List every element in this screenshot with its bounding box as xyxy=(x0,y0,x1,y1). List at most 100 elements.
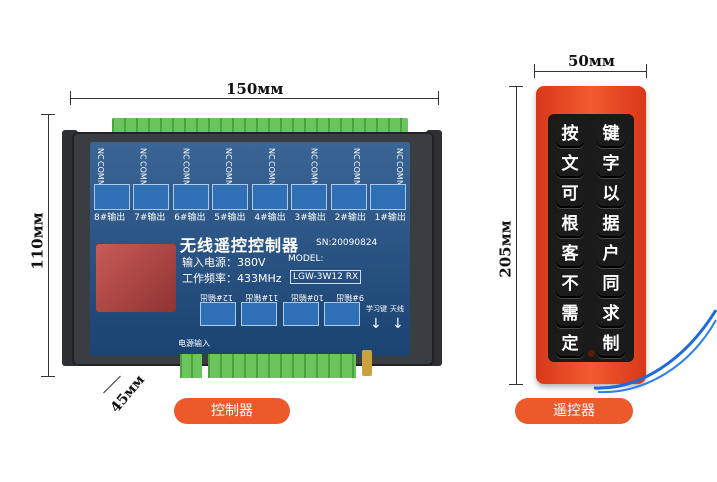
relay-block xyxy=(200,302,236,326)
output-label: 2#输出 xyxy=(334,213,366,223)
remote-key[interactable]: 以 xyxy=(597,180,625,208)
controller-device: NC COM NO NC COM NO NC COM NO NC COM xyxy=(62,118,442,378)
remote-key[interactable]: 文 xyxy=(556,150,584,178)
pin-nc: NC xyxy=(394,148,404,160)
model-label: MODEL: xyxy=(288,254,324,264)
remote-key[interactable]: 同 xyxy=(597,270,625,298)
power-label: 输入电源：380V xyxy=(182,256,266,269)
learn-key-label: 学习键 xyxy=(366,305,387,313)
output-label: 11#输出 xyxy=(245,293,279,302)
pin-com: COM xyxy=(138,160,148,180)
remote-key[interactable]: 客 xyxy=(556,240,584,268)
output-labels-bottom: 9#输出 10#输出 11#输出 12#输出 xyxy=(200,292,364,303)
model-value: LGW-3W12 RX xyxy=(290,270,362,284)
antenna-label: 天线 xyxy=(390,305,404,313)
pin-com: COM xyxy=(394,160,404,180)
output-label: 10#输出 xyxy=(290,293,324,302)
remote-led xyxy=(588,350,595,357)
freq-label: 工作频率：433MHz xyxy=(182,272,282,285)
remote-key[interactable]: 据 xyxy=(597,210,625,238)
relay-block xyxy=(94,184,130,210)
dim-tick-rl2 xyxy=(509,384,523,385)
remote-key[interactable]: 键 xyxy=(597,120,625,148)
dim-tick-lb xyxy=(41,376,55,377)
pcb-board: NC COM NO NC COM NO NC COM NO NC COM xyxy=(90,142,410,356)
pin-nc: NC xyxy=(224,148,234,160)
relay-block xyxy=(330,184,367,210)
relay-pin-group: NC COM NO xyxy=(181,148,191,193)
transformer xyxy=(96,244,176,312)
dim-height-left: 110мм xyxy=(28,209,47,273)
dim-line-remote-top xyxy=(534,71,646,72)
relay-block xyxy=(133,184,170,210)
remote-key[interactable]: 求 xyxy=(597,300,625,328)
relay-pin-row: NC COM NO NC COM NO NC COM NO NC COM xyxy=(96,148,404,193)
relay-pin-group-list: NC COM NO NC COM NO NC COM NO NC COM xyxy=(96,148,404,193)
dim-tick-rt2 xyxy=(646,64,647,78)
output-label: 4#输出 xyxy=(254,213,286,223)
output-label: 12#输出 xyxy=(200,293,233,302)
output-label: 3#输出 xyxy=(294,213,326,223)
relay-block xyxy=(251,184,288,210)
pin-com: COM xyxy=(352,160,362,180)
remote-key[interactable]: 按 xyxy=(556,120,584,148)
remote-label: 遥控器 xyxy=(515,398,633,424)
relay-pin-group: NC COM NO xyxy=(96,148,105,193)
relay-block xyxy=(282,302,319,326)
remote-key[interactable]: 制 xyxy=(597,330,625,358)
dim-tick-lt xyxy=(41,114,55,115)
relay-block xyxy=(369,184,406,210)
relay-block xyxy=(291,184,328,210)
pin-nc: NC xyxy=(138,148,148,160)
relay-pin-group: NC COM NO xyxy=(394,148,404,193)
output-label: 1#输出 xyxy=(374,213,406,223)
remote-key[interactable]: 户 xyxy=(597,240,625,268)
relay-pin-group: NC COM NO xyxy=(224,148,234,193)
learn-key-arrow-icon: ↓ xyxy=(370,316,382,332)
pin-nc: NC xyxy=(181,148,191,160)
pin-nc: NC xyxy=(266,148,276,160)
dim-tick-left xyxy=(70,91,71,105)
output-labels-top: 8#输出 7#输出 6#输出 5#输出 4#输出 3#输出 2#输出 1#输出 xyxy=(94,210,406,223)
dim-tick-right xyxy=(438,91,439,105)
relay-block xyxy=(212,184,249,210)
dim-tick-rl1 xyxy=(509,86,523,87)
output-label: 7#输出 xyxy=(134,213,166,223)
relay-pin-group: NC COM NO xyxy=(309,148,319,193)
pin-com: COM xyxy=(181,160,191,180)
dim-line-top xyxy=(70,98,438,99)
antenna-connector xyxy=(362,350,372,376)
dim-width-top: 150мм xyxy=(222,80,288,98)
controller-label: 控制器 xyxy=(174,398,290,424)
remote-key[interactable]: 需 xyxy=(556,300,584,328)
pin-com: COM xyxy=(266,160,276,180)
pin-nc: NC xyxy=(352,148,362,160)
pin-nc: NC xyxy=(96,148,105,160)
relay-row-top xyxy=(94,184,406,210)
remote-key[interactable]: 定 xyxy=(556,330,584,358)
terminal-strip-bottom-left xyxy=(180,354,202,378)
remote-key[interactable]: 不 xyxy=(556,270,584,298)
pin-com: COM xyxy=(224,160,234,180)
pin-com: COM xyxy=(96,160,105,180)
dim-tick-rt1 xyxy=(534,64,535,78)
output-label: 6#输出 xyxy=(174,213,206,223)
remote-key[interactable]: 可 xyxy=(556,180,584,208)
dim-line-remote-left xyxy=(516,86,517,384)
terminal-strip-bottom xyxy=(208,354,356,378)
power-input-label: 电源输入 xyxy=(178,339,210,348)
dim-remote-width: 50мм xyxy=(565,52,618,70)
relay-block xyxy=(241,302,278,326)
relay-pin-group: NC COM NO xyxy=(352,148,362,193)
relay-block xyxy=(172,184,209,210)
relay-block xyxy=(323,302,360,326)
controller-title: 无线遥控控制器 xyxy=(180,236,300,255)
remote-key[interactable]: 字 xyxy=(597,150,625,178)
serial-number: SN:20090824 xyxy=(316,238,378,248)
output-label: 9#输出 xyxy=(336,293,364,302)
remote-key[interactable]: 根 xyxy=(556,210,584,238)
lanyard xyxy=(593,309,717,394)
dim-line-depth-b xyxy=(103,375,121,394)
pin-nc: NC xyxy=(309,148,319,160)
antenna-arrow-icon: ↓ xyxy=(392,316,404,332)
